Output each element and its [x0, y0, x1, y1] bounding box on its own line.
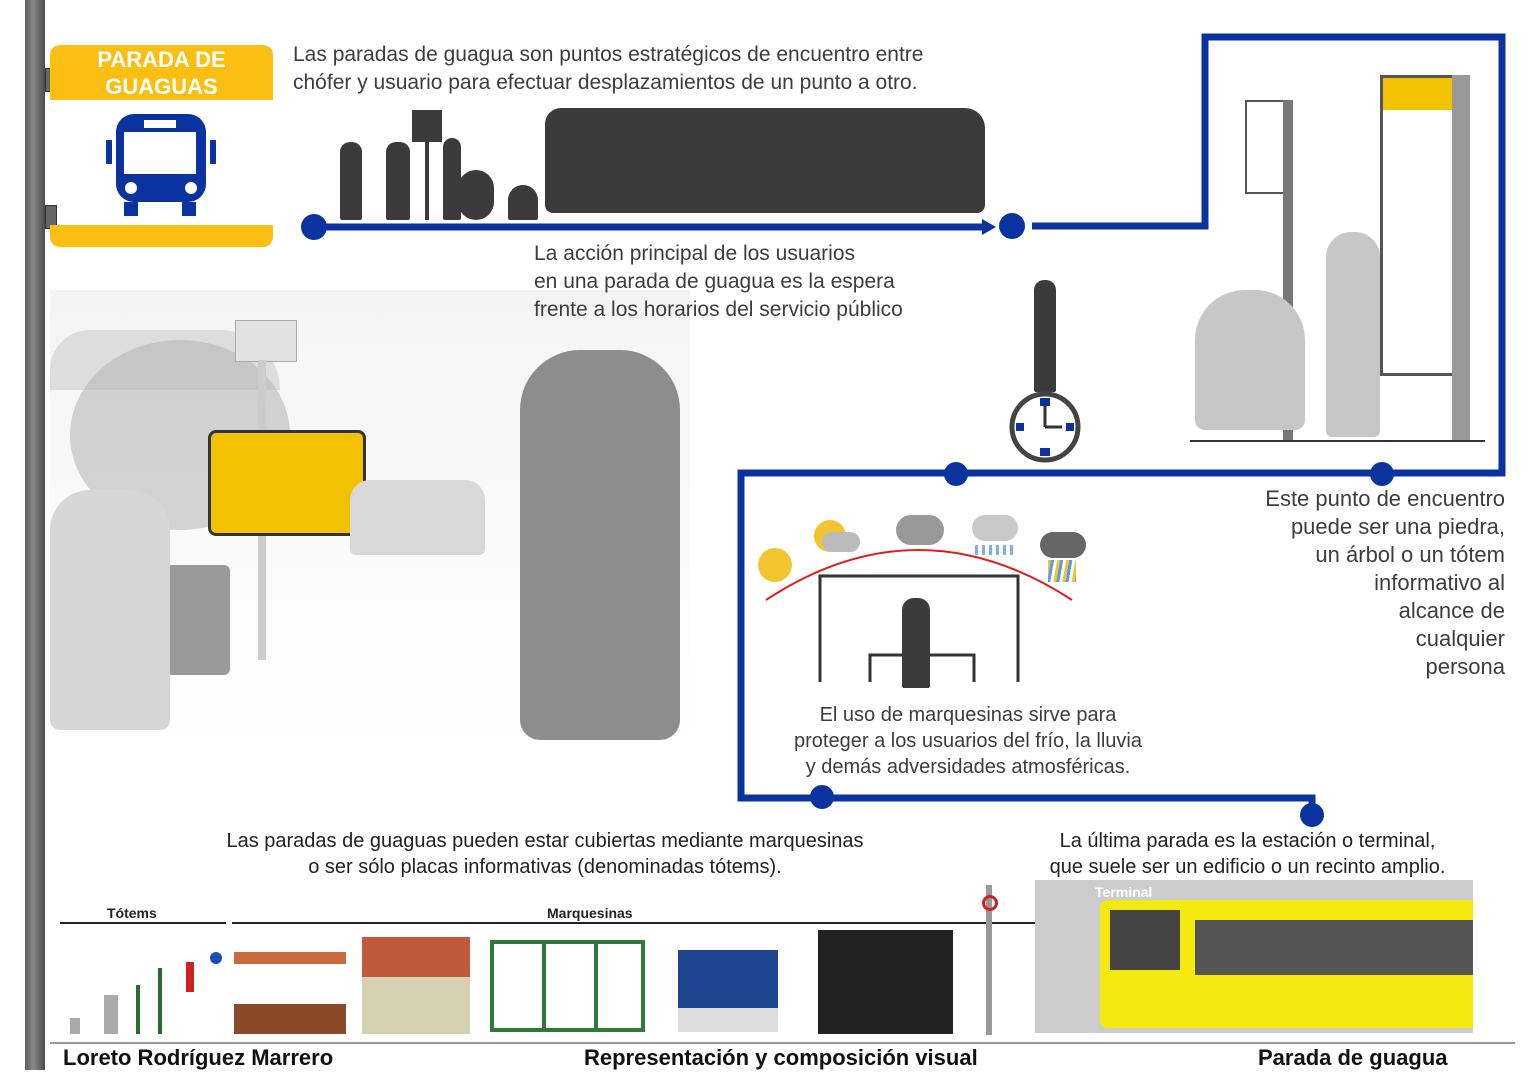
glass-shelter — [490, 940, 645, 1032]
footer-course: Representación y composición visual — [584, 1045, 978, 1070]
bus-windshield — [1110, 910, 1180, 970]
totem-column — [1452, 75, 1470, 440]
wheelchair-user-silhouette — [458, 170, 494, 220]
title-banner-footer — [50, 225, 273, 247]
bus-side-windows — [1195, 920, 1473, 975]
terminal-line: La última parada es la estación o termin… — [1059, 830, 1436, 852]
van — [350, 480, 485, 555]
waiting-line: en una parada de guagua es la espera — [534, 270, 895, 293]
meeting-line: puede ser una piedra, — [1290, 514, 1505, 539]
person-silhouette — [340, 142, 362, 220]
sun-cloud-cloud-part — [822, 532, 860, 552]
yellow-terminal-bus — [1100, 900, 1473, 1028]
types-line: Las paradas de guaguas pueden estar cubi… — [226, 830, 864, 852]
standing-man-figure — [520, 350, 680, 740]
waiting-line: frente a los horarios del servicio públi… — [534, 298, 903, 321]
wheelchair-user-figure — [1195, 290, 1305, 430]
totem-sign — [104, 995, 118, 1034]
meeting-line: un árbol o un tótem — [1315, 542, 1505, 567]
roundel-icon — [982, 895, 998, 911]
ground-line — [1190, 440, 1485, 442]
shelter-text: El uso de marquesinas sirve para protege… — [745, 702, 1191, 780]
bus-icon — [106, 114, 216, 216]
types-line: o ser sólo placas informativas (denomina… — [308, 856, 782, 878]
marquesinas-label: Marquesinas — [547, 905, 633, 921]
shelter-line: proteger a los usuarios del frío, la llu… — [794, 730, 1142, 752]
wooden-shelter — [234, 952, 346, 1034]
shelter-line: El uso de marquesinas sirve para — [819, 704, 1117, 726]
totem-sign — [186, 962, 194, 992]
intro-text: Las paradas de guagua son puntos estraté… — [293, 41, 923, 97]
storm-cloud-icon — [1040, 532, 1086, 558]
meeting-point-text: Este punto de encuentro puede ser una pi… — [1200, 485, 1505, 681]
shelter-line: y demás adversidades atmosféricas. — [805, 756, 1131, 778]
yellow-bus — [208, 430, 366, 536]
dark-shelter — [818, 930, 953, 1034]
totems-range-bar — [60, 922, 226, 924]
blue-shelter — [678, 936, 778, 1032]
person-silhouette — [508, 185, 538, 220]
title-line-1: PARADA DE — [97, 47, 226, 72]
meeting-line: Este punto de encuentro — [1265, 486, 1505, 511]
terminal-text: La última parada es la estación o termin… — [1005, 828, 1490, 880]
bus-stop-pole — [425, 140, 429, 220]
waiting-line: La acción principal de los usuarios — [534, 242, 856, 265]
footer-author: Loreto Rodríguez Marrero — [63, 1045, 334, 1070]
terminal-line: que suele ser un edificio o un recinto a… — [1049, 856, 1446, 878]
title-banner: PARADA DE GUAGUAS — [50, 45, 273, 100]
standing-person-figure — [1326, 232, 1380, 437]
meeting-line: persona — [1425, 654, 1505, 679]
totem-sign — [158, 968, 162, 1034]
sun-icon — [758, 548, 792, 582]
large-totem-timetable — [1380, 75, 1462, 376]
person-silhouette — [443, 138, 461, 220]
bus-stop-sign-icon — [412, 110, 442, 142]
terminal-building: Terminal — [1035, 880, 1473, 1033]
bus-stop-3d-scene — [50, 290, 690, 750]
meeting-line: alcance de — [1398, 598, 1505, 623]
storm-bolts — [1048, 560, 1076, 582]
person-checking-phone-silhouette — [1034, 280, 1056, 392]
meeting-line: informativo al — [1374, 570, 1505, 595]
person-under-shelter-silhouette — [902, 598, 930, 688]
sign-panel — [235, 320, 297, 362]
totem-sign — [210, 952, 222, 964]
rain-cloud-icon — [972, 515, 1018, 541]
totems-label: Tótems — [107, 905, 157, 921]
tiled-roof-shelter — [362, 937, 470, 1034]
waiting-text: La acción principal de los usuarios en u… — [534, 240, 903, 324]
bus-silhouette — [545, 108, 985, 213]
marquesinas-range-bar — [232, 922, 1037, 924]
totem-sign — [136, 985, 140, 1034]
title-line-2: GUAGUAS — [105, 74, 218, 99]
footer-divider — [50, 1042, 1515, 1044]
clock-icon — [1009, 391, 1081, 463]
footer-topic: Parada de guagua — [1258, 1045, 1448, 1070]
rain-drops — [975, 545, 1015, 555]
stone-totem — [70, 1018, 80, 1034]
intro-line: Las paradas de guagua son puntos estraté… — [293, 43, 924, 66]
intro-line: chófer y usuario para efectuar desplazam… — [293, 71, 918, 94]
terminal-label: Terminal — [1095, 884, 1153, 900]
types-text: Las paradas de guaguas pueden estar cubi… — [150, 828, 940, 880]
seated-person-figure — [50, 490, 170, 730]
person-silhouette — [386, 142, 410, 220]
clouds-icon — [896, 515, 944, 545]
meeting-line: cualquier — [1415, 626, 1505, 651]
left-pole — [25, 0, 45, 1070]
totem-pole — [1283, 100, 1293, 440]
